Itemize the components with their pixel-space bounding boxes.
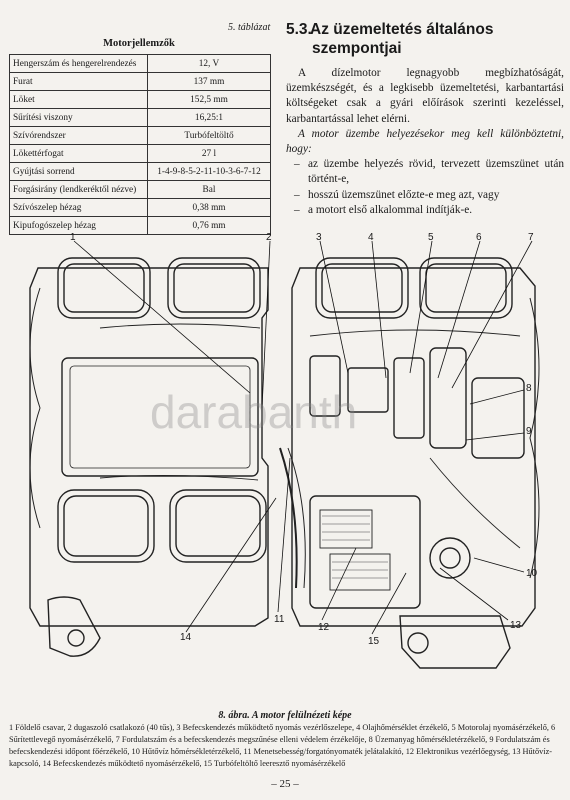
bullet-item: –az üzembe helyezés rövid, tervezett üze… bbox=[294, 158, 564, 186]
section-title-line2: szempontjai bbox=[312, 40, 402, 57]
table-cell-label: Forgásirány (lendkeréktől nézve) bbox=[9, 180, 148, 199]
table-cell-label: Furat bbox=[9, 72, 148, 91]
callout-1: 1 bbox=[70, 232, 76, 243]
engine-drawing: darabanth bbox=[29, 240, 540, 669]
figure-caption: 8. ábra. A motor felülnézeti képe bbox=[218, 710, 352, 721]
table-cell-label: Lökettérfogat bbox=[9, 144, 148, 163]
section-heading: 5.3.Az üzemeltetés általános szempontjai bbox=[286, 20, 566, 58]
table-cell-label: Löket bbox=[9, 90, 148, 109]
watermark-text: darabanth bbox=[150, 386, 357, 438]
bullet-item: –a motort első alkalommal indítják-e. bbox=[294, 203, 473, 216]
paragraph-1: A dízelmotor legnagyobb megbízhatóságát,… bbox=[286, 67, 564, 125]
callout-14: 14 bbox=[180, 632, 192, 643]
table-cell-value: 1-4-9-8-5-2-11-10-3-6-7-12 bbox=[147, 162, 271, 181]
callout-2: 2 bbox=[266, 232, 272, 243]
table-cell-value: 137 mm bbox=[147, 72, 271, 91]
table-cell-label: Gyújtási sorrend bbox=[9, 162, 148, 181]
table-cell-label: Hengerszám és hengerelrendezés bbox=[9, 54, 148, 73]
table-cell-value: 27 l bbox=[147, 144, 271, 163]
table-cell-value: Turbófeltöltő bbox=[147, 126, 271, 145]
callout-10: 10 bbox=[526, 568, 538, 579]
callout-5: 5 bbox=[428, 232, 434, 243]
paragraph-2: A motor üzembe helyezésekor meg kell kül… bbox=[286, 127, 564, 156]
table-caption: 5. táblázat bbox=[228, 22, 271, 33]
table-cell-value: 16,25:1 bbox=[147, 108, 271, 127]
callout-12: 12 bbox=[318, 622, 330, 633]
table-cell-value: Bal bbox=[147, 180, 271, 199]
callout-6: 6 bbox=[476, 232, 482, 243]
table-cell-value: 12, V bbox=[147, 54, 271, 73]
callout-8: 8 bbox=[526, 383, 532, 394]
table-cell-value: 152,5 mm bbox=[147, 90, 271, 109]
table-cell-label: Szívórendszer bbox=[9, 126, 148, 145]
section-title-line1: Az üzemeltetés általános bbox=[310, 21, 494, 38]
callout-11: 11 bbox=[274, 614, 285, 625]
callout-7: 7 bbox=[528, 232, 534, 243]
bullet-item: –hosszú üzemszünet előzte-e meg azt, vag… bbox=[294, 188, 500, 201]
table-cell-label: Sűrítési viszony bbox=[9, 108, 148, 127]
page-number: – 25 – bbox=[271, 778, 299, 790]
callout-13: 13 bbox=[510, 620, 522, 631]
callout-4: 4 bbox=[368, 232, 374, 243]
table-title: Motorjellemzők bbox=[103, 38, 175, 49]
bullet-list: –az üzembe helyezés rövid, tervezett üze… bbox=[286, 157, 564, 218]
section-number: 5.3. bbox=[286, 21, 312, 38]
callout-15: 15 bbox=[368, 636, 380, 647]
table-row: Forgásirány (lendkeréktől nézve)Bal bbox=[9, 180, 271, 199]
figure-legend: 1 Földelő csavar, 2 dugaszoló csatlakozó… bbox=[9, 723, 556, 768]
callout-3: 3 bbox=[316, 232, 322, 243]
table-cell-value: 0,38 mm bbox=[147, 198, 271, 217]
engine-top-view-figure: darabanth 1 2 3 4 5 6 7 8 9 10 11 12 13 … bbox=[0, 228, 570, 700]
callout-9: 9 bbox=[526, 426, 532, 437]
table-cell-label: Kipufogószelep hézag bbox=[9, 216, 148, 235]
table-cell-value: 0,76 mm bbox=[147, 216, 271, 235]
table-cell-label: Szívószelep hézag bbox=[9, 198, 148, 217]
section-body: A dízelmotor legnagyobb megbízhatóságát,… bbox=[286, 66, 564, 218]
